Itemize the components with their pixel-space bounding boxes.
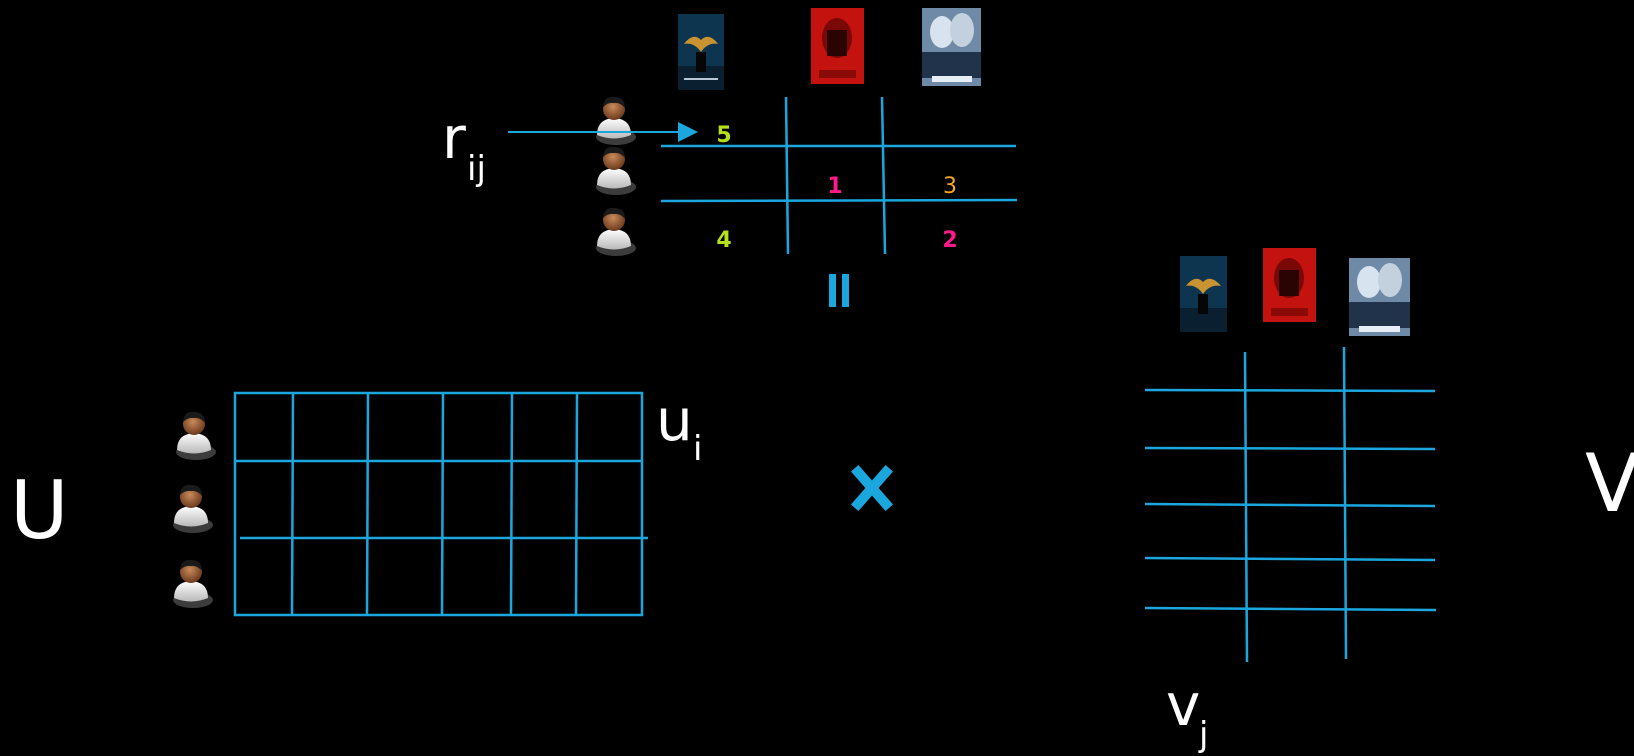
- star-trek-poster-icon: [922, 8, 981, 86]
- v-j-label: v j: [1166, 671, 1208, 755]
- batman-poster-icon: [1180, 256, 1227, 332]
- batman-poster-icon: [678, 14, 724, 90]
- user-icon: [596, 96, 636, 145]
- u-matrix-users: [173, 411, 216, 608]
- rating-value: 5: [716, 123, 731, 148]
- rating-value: 2: [942, 228, 957, 253]
- star-trek-poster-icon: [1349, 258, 1410, 336]
- rating-value: 3: [943, 174, 957, 199]
- u-label: u: [656, 386, 693, 454]
- v-label: v: [1166, 671, 1200, 739]
- user-icon: [596, 146, 636, 195]
- user-icon: [173, 559, 213, 608]
- user-icon: [596, 207, 636, 256]
- u-matrix-grid: [233, 391, 648, 617]
- right-movie-posters: [1180, 248, 1410, 336]
- top-movie-posters: [678, 8, 981, 90]
- rating-value: 4: [716, 228, 731, 253]
- user-icon: [176, 411, 216, 460]
- V-matrix-label: V: [1585, 437, 1634, 530]
- r-subscript: ij: [467, 149, 486, 189]
- U-matrix-label: U: [10, 464, 69, 557]
- user-icon: [173, 484, 213, 533]
- r-label: r: [442, 104, 466, 172]
- equals-sign: [829, 274, 849, 307]
- rating-values: 5 1 3 4 2: [716, 123, 957, 253]
- u-subscript: i: [693, 429, 702, 469]
- rating-value: 1: [827, 174, 842, 199]
- v-matrix-grid: [1144, 346, 1437, 663]
- r-ij-label: r ij: [442, 104, 486, 189]
- v-subscript: j: [1198, 715, 1208, 755]
- thor-poster-icon: [1263, 248, 1316, 322]
- rating-matrix-grid: [660, 96, 1018, 255]
- rating-matrix-users: [596, 96, 636, 256]
- thor-poster-icon: [811, 8, 864, 84]
- u-i-label: u i: [656, 386, 702, 469]
- multiply-sign: [850, 464, 894, 512]
